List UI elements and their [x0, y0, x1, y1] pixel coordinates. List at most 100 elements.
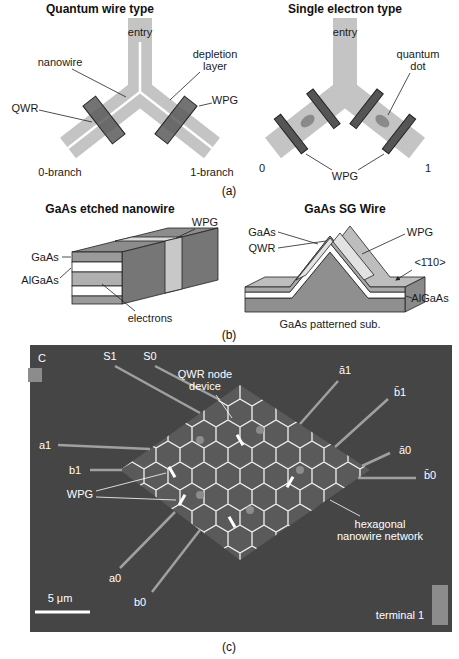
pad: [296, 466, 304, 474]
leader-line: [72, 69, 126, 97]
photo-label: ā1: [339, 364, 351, 376]
etched-nanowire: [60, 228, 218, 311]
part-label: GaAs patterned sub.: [280, 318, 381, 330]
leader-line: [62, 257, 71, 258]
nanowire: [140, 92, 212, 148]
part-label: entry: [333, 26, 357, 38]
lead: [335, 399, 388, 447]
part-label: 0: [259, 162, 265, 174]
network-region: [120, 385, 370, 560]
part-label: depletion layer: [186, 48, 244, 72]
panel-heading: GaAs etched nanowire: [45, 203, 174, 216]
wrap-gate: [165, 237, 182, 293]
part-label: WPG: [332, 170, 358, 182]
photo-label: C: [38, 352, 46, 364]
lead: [152, 530, 200, 592]
gate-pads: [196, 426, 304, 514]
pad: [256, 426, 264, 434]
gate: [228, 516, 237, 528]
lead: [300, 381, 338, 424]
algaas-layer: [72, 262, 122, 272]
quantum-dot: [298, 112, 317, 130]
pad: [196, 491, 204, 499]
panel-letter: (a): [222, 185, 237, 198]
part-label: <1̄10>: [414, 256, 445, 268]
hexagonal-network: [120, 385, 370, 560]
electron-layer: [72, 272, 122, 286]
leader-line: [39, 110, 92, 122]
photo-label: b̄1: [394, 386, 406, 398]
gate: [236, 434, 245, 446]
lead: [90, 469, 122, 472]
photo-label: a1: [39, 439, 51, 451]
leader-line: [96, 497, 176, 500]
photo-label: QWR node device: [173, 368, 237, 392]
leader-line: [199, 103, 212, 106]
pad: [196, 436, 204, 444]
wrap-gate: [83, 96, 125, 144]
quantum-wire-device: [39, 18, 212, 148]
wrap-gate: [296, 233, 374, 280]
leader-line: [406, 296, 412, 298]
gate: [168, 466, 177, 478]
wrap-gate: [274, 114, 307, 154]
photo-label: b1: [69, 464, 81, 476]
part-label: 1: [425, 162, 431, 174]
direction-arrow: [396, 270, 412, 280]
leader-line: [358, 154, 384, 170]
leader-line: [330, 500, 360, 516]
photo-label: 5 μm: [48, 592, 73, 604]
wrap-gate: [307, 89, 340, 129]
photo-label: S0: [143, 350, 156, 362]
leader-line: [278, 232, 318, 244]
quantum-dot: [373, 112, 392, 130]
part-label: nanowire: [38, 56, 83, 68]
gate: [178, 494, 187, 506]
photo-label: b0: [134, 596, 146, 608]
gaas-layer: [72, 252, 122, 262]
wrap-gate: [382, 114, 415, 154]
gaas-layer: [72, 296, 122, 304]
photo-label: S1: [103, 350, 116, 362]
part-label: GaAs: [248, 226, 276, 238]
leader-line: [170, 72, 200, 100]
leader-line: [176, 229, 195, 238]
lead: [58, 445, 150, 449]
leader-line: [60, 268, 71, 278]
photo-label: b̄0: [424, 469, 436, 481]
gate: [286, 476, 295, 488]
patterned-substrate: [245, 252, 405, 312]
part-label: WPG: [212, 94, 238, 106]
photo-label: a0: [109, 572, 121, 584]
photo-gates: [168, 434, 295, 528]
part-label: 1-branch: [190, 166, 233, 178]
part-label: quantum dot: [390, 48, 446, 72]
pad: [246, 506, 254, 514]
part-label: AlGaAs: [21, 274, 58, 286]
leader-line: [216, 395, 232, 418]
part-label: GaAs: [31, 251, 59, 263]
panel-letter: (c): [222, 641, 236, 654]
leader-line: [306, 154, 332, 170]
leader-line: [388, 73, 410, 115]
part-label: electrons: [128, 312, 173, 324]
part-label: AlGaAs: [411, 292, 448, 304]
photo-label: WPG: [67, 488, 93, 500]
wrap-gate: [155, 96, 197, 144]
lead: [120, 512, 175, 568]
leader-line: [278, 241, 326, 248]
part-label: QWR: [249, 242, 276, 254]
lead: [358, 477, 416, 480]
pad: [28, 368, 42, 382]
part-label: QWR: [12, 102, 39, 114]
terminal-pad: [432, 585, 448, 625]
single-electron-device: [273, 18, 417, 170]
depletion-layer: [68, 92, 212, 148]
sem-photo: [28, 345, 452, 632]
leader-line: [362, 234, 405, 254]
wrap-gate: [350, 89, 383, 129]
part-label: WPG: [192, 216, 218, 228]
part-label: 0-branch: [38, 166, 81, 178]
leader-line: [96, 473, 166, 491]
